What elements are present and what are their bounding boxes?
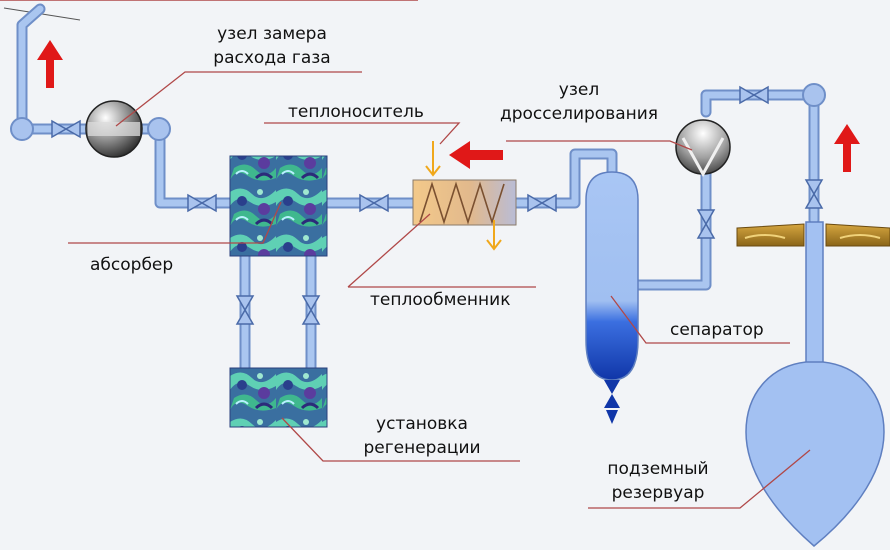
red-arrow-icon — [37, 40, 63, 88]
reservoir-label-line1: подземный — [607, 459, 709, 479]
separator-label: сепаратор — [670, 320, 764, 340]
throttle-label: узел дросселирования — [489, 78, 669, 126]
valve-icon[interactable] — [359, 193, 389, 213]
throttle-label-line1: узел — [558, 80, 600, 100]
throttle-sphere-icon — [675, 119, 731, 178]
gas-meter-label-line2: расхода газа — [213, 48, 331, 68]
absorber-unit — [229, 155, 328, 257]
flow-meter-icon — [85, 100, 143, 158]
valve-icon[interactable] — [527, 193, 557, 213]
gas-meter-label-line1: узел замера — [217, 24, 327, 44]
red-arrow-icon — [834, 124, 860, 172]
underground-reservoir — [745, 221, 885, 547]
ground-surface — [736, 223, 890, 247]
absorber-label: абсорбер — [90, 255, 174, 275]
leader-lines — [68, 71, 811, 509]
red-arrow-icon — [449, 141, 503, 169]
orange-arrow-icon — [425, 141, 502, 251]
junction-meter-right — [147, 117, 171, 141]
heat-carrier-label: теплоноситель — [288, 102, 424, 122]
junction-left — [10, 117, 34, 141]
separator-vessel — [585, 171, 639, 424]
junction-top-right — [802, 83, 826, 107]
heat-exchanger-label: теплообменник — [370, 290, 511, 310]
valve-icon[interactable] — [696, 209, 716, 239]
heat-exchanger-unit — [412, 179, 517, 226]
regeneration-label-line1: установка — [376, 414, 468, 434]
gas-meter-label: узел замера расхода газа — [192, 22, 352, 70]
valve-icon[interactable] — [804, 179, 824, 209]
valve-icon[interactable] — [739, 85, 769, 105]
reservoir-label-line2: резервуар — [611, 483, 705, 503]
valve-icon[interactable] — [51, 119, 81, 139]
valve-icon[interactable] — [187, 193, 217, 213]
valve-icon[interactable] — [235, 295, 321, 325]
regeneration-label-line2: регенерации — [363, 438, 481, 458]
regeneration-label: установка регенерации — [352, 412, 492, 460]
throttle-label-line2: дросселирования — [499, 104, 659, 124]
reservoir-label: подземный резервуар — [598, 457, 718, 505]
regeneration-unit — [229, 367, 328, 428]
